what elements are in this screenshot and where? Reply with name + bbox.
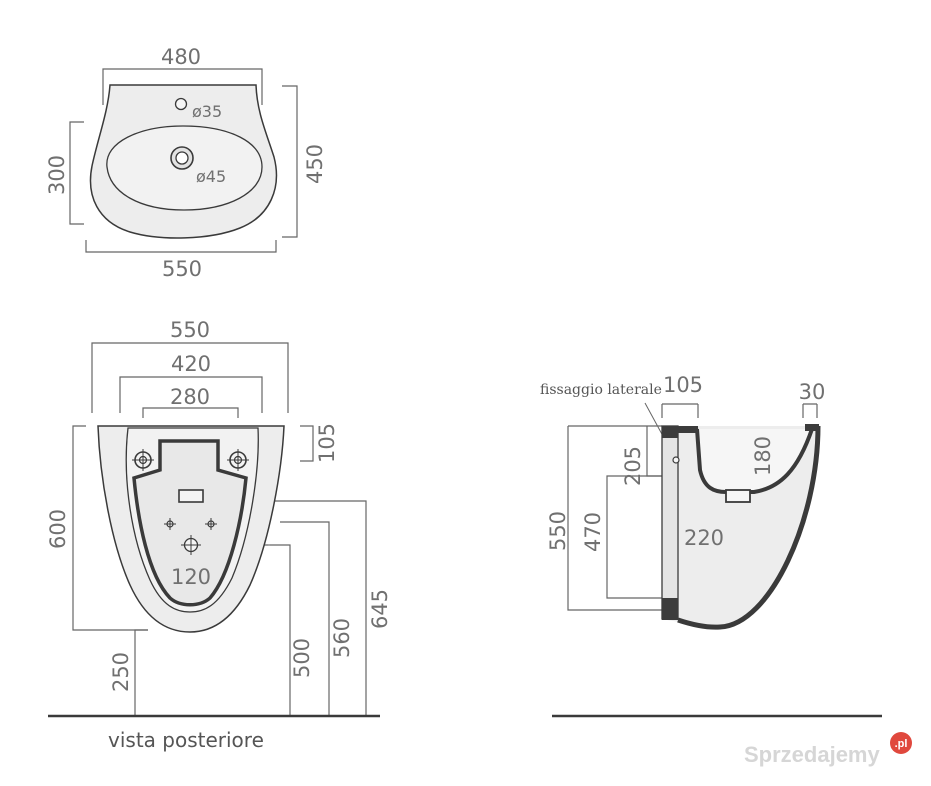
watermark-brand: Sprzedajemy bbox=[744, 742, 880, 767]
label-450: 450 bbox=[303, 144, 327, 184]
dim-line-480 bbox=[102, 68, 263, 105]
dim-line-105-rear bbox=[300, 425, 314, 462]
side-bottom-fix bbox=[662, 598, 678, 620]
label-420: 420 bbox=[171, 352, 211, 376]
tap-hole-icon bbox=[174, 97, 188, 111]
side-rim-right bbox=[805, 424, 819, 431]
bolt-right-icon bbox=[227, 449, 249, 471]
label-120: 120 bbox=[171, 565, 211, 589]
label-550-side: 550 bbox=[546, 511, 570, 551]
label-480: 480 bbox=[161, 45, 201, 69]
rear-view: 550 420 280 105 600 120 250 500 560 645 … bbox=[46, 318, 392, 752]
side-drain-box bbox=[725, 489, 751, 503]
dim-line-105-side bbox=[661, 403, 699, 418]
label-645: 645 bbox=[368, 589, 392, 629]
dim-line-420 bbox=[119, 376, 263, 413]
top-view: 480 ø35 ø45 300 450 550 bbox=[45, 45, 327, 281]
watermark-badge-icon bbox=[890, 732, 912, 754]
label-180: 180 bbox=[751, 436, 775, 476]
dim-line-645 bbox=[238, 500, 367, 716]
label-105-side: 105 bbox=[663, 373, 703, 397]
label-250: 250 bbox=[109, 652, 133, 692]
label-300: 300 bbox=[45, 155, 69, 195]
label-470: 470 bbox=[581, 512, 605, 552]
dim-line-205 bbox=[646, 426, 662, 477]
label-560: 560 bbox=[330, 618, 354, 658]
side-bowl-outline bbox=[695, 428, 814, 494]
watermark-badge: .pl bbox=[895, 738, 908, 750]
label-105-rear: 105 bbox=[315, 423, 339, 463]
label-280: 280 bbox=[170, 385, 210, 409]
dim-line-600 bbox=[72, 425, 148, 631]
dim-line-280 bbox=[142, 407, 239, 418]
dim-line-450 bbox=[282, 85, 298, 238]
label-205: 205 bbox=[621, 446, 645, 486]
dim-line-300 bbox=[69, 121, 84, 225]
dim-line-550 bbox=[85, 240, 277, 253]
label-hole-45: ø45 bbox=[196, 167, 226, 186]
caption-vista-posteriore: vista posteriore bbox=[108, 728, 264, 752]
label-550-rear: 550 bbox=[170, 318, 210, 342]
dim-line-550-side bbox=[567, 426, 662, 611]
side-top-fix bbox=[662, 426, 678, 438]
hole-right-icon bbox=[205, 518, 217, 530]
drain-inner-icon bbox=[175, 151, 189, 165]
side-body-outline bbox=[677, 425, 821, 630]
label-220: 220 bbox=[684, 526, 724, 550]
side-fix-point-icon bbox=[672, 456, 680, 464]
rear-bracket-outline bbox=[132, 439, 248, 607]
label-30: 30 bbox=[799, 380, 826, 404]
note-fissaggio-laterale: fissaggio laterale bbox=[540, 382, 662, 398]
dim-line-250 bbox=[134, 629, 148, 716]
dim-line-560 bbox=[280, 521, 330, 716]
label-600: 600 bbox=[46, 509, 70, 549]
side-view: fissaggio laterale 105 30 205 180 550 47… bbox=[540, 373, 882, 718]
dim-line-550-rear bbox=[91, 342, 289, 413]
side-rim-left bbox=[678, 426, 698, 433]
dim-line-30 bbox=[802, 403, 818, 418]
label-hole-35: ø35 bbox=[192, 102, 222, 121]
label-500: 500 bbox=[290, 638, 314, 678]
rear-drain-box bbox=[178, 489, 204, 503]
hole-left-icon bbox=[164, 518, 176, 530]
bolt-left-icon bbox=[132, 449, 154, 471]
watermark: Sprzedajemy .pl bbox=[744, 732, 912, 767]
dim-line-470 bbox=[606, 475, 662, 599]
label-550-top: 550 bbox=[162, 257, 202, 281]
drain-hole-icon bbox=[181, 535, 201, 555]
side-wall-block bbox=[661, 425, 679, 620]
